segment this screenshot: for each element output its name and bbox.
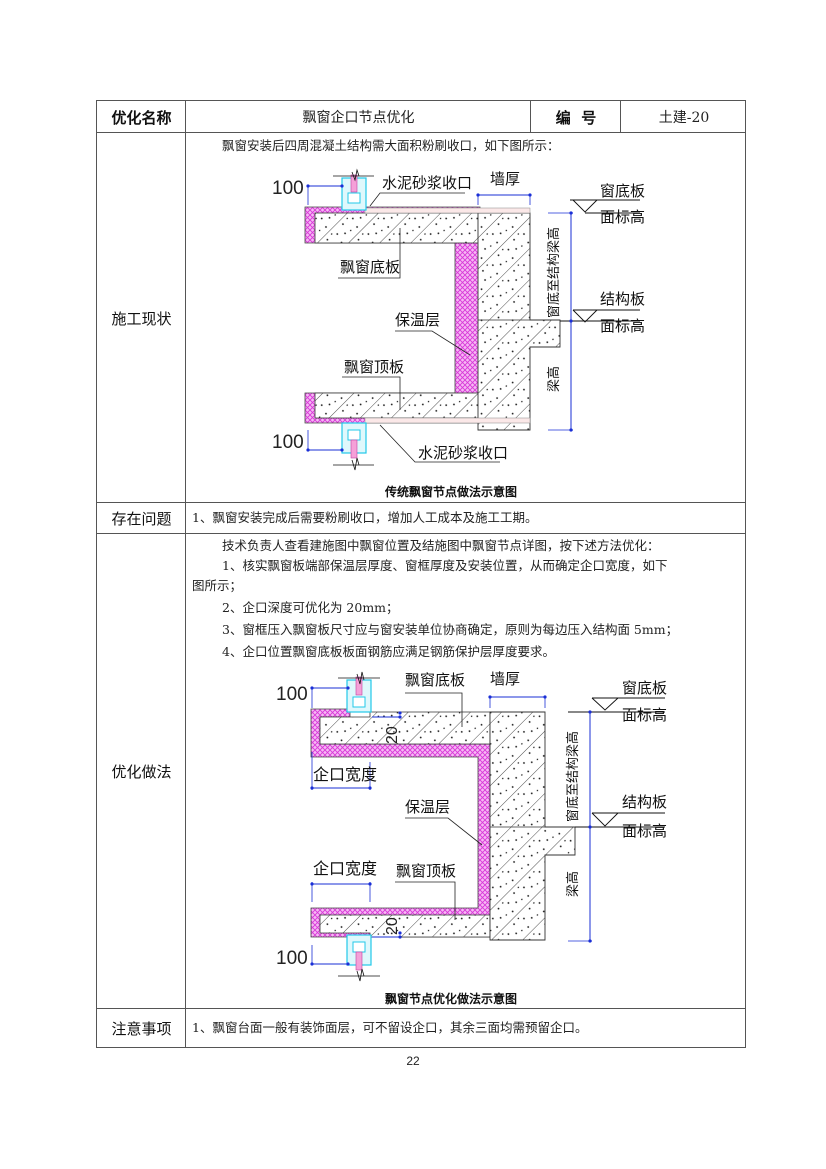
dimension-100-top: 100 bbox=[272, 178, 344, 205]
window-frame-icon bbox=[338, 671, 380, 713]
wall bbox=[477, 212, 561, 431]
bottom-slab-label: 飘窗底板 bbox=[405, 671, 465, 689]
notes-label: 注意事项 bbox=[111, 1020, 172, 1038]
dim-100-label: 100 bbox=[276, 684, 308, 705]
struct-elev-text-1: 结构板 bbox=[600, 290, 645, 308]
bottom-slab-label: 飘窗底板 bbox=[340, 258, 400, 276]
rebate-width-label: 企口宽度 bbox=[313, 859, 377, 878]
wall-thickness-label: 墙厚 bbox=[490, 170, 520, 188]
dimension-20-top: 20 bbox=[372, 711, 402, 744]
dim-100-label: 100 bbox=[276, 948, 308, 969]
vertical-dim-text-1: 窗底至结构梁高 bbox=[565, 731, 581, 822]
code-label: 编 号 bbox=[555, 108, 597, 127]
row-divider bbox=[97, 533, 745, 534]
optimization-item-2: 2、企口深度可优化为 20mm； bbox=[222, 600, 399, 615]
column-divider bbox=[185, 101, 186, 1047]
dim-20-label: 20 bbox=[384, 917, 401, 935]
sill-elev-text-1: 窗底板 bbox=[622, 679, 667, 697]
struct-elev-text-1: 结构板 bbox=[622, 793, 667, 811]
window-frame-icon bbox=[333, 422, 374, 471]
dim-100-label: 100 bbox=[272, 432, 304, 453]
vertical-dimension: 窗底至结构梁高 梁高 bbox=[565, 710, 592, 943]
optimization-label: 优化做法 bbox=[111, 763, 172, 781]
rebate-width-label: 企口宽度 bbox=[313, 765, 377, 784]
current-status-intro: 飘窗安装后四周混凝土结构需大面积粉刷收口，如下图所示： bbox=[222, 138, 560, 153]
struct-elev-text-2: 面标高 bbox=[600, 317, 645, 335]
mortar-band-top bbox=[364, 207, 531, 214]
window-frame-icon bbox=[338, 934, 380, 982]
vertical-dim-text-1: 窗底至结构梁高 bbox=[546, 227, 562, 318]
diagram-2-caption: 飘窗节点优化做法示意图 bbox=[385, 992, 518, 1006]
insulation-label: 保温层 bbox=[395, 311, 440, 329]
struct-elev-text-2: 面标高 bbox=[622, 822, 667, 840]
optimization-intro: 技术负责人查看建施图中飘窗位置及结施图中飘窗节点详图，按下述方法优化： bbox=[222, 538, 660, 553]
bottom-slab bbox=[314, 212, 481, 244]
optimization-item-3: 3、窗框压入飘窗板尺寸应与窗安装单位协商确定，原则为每边压入结构面 5mm； bbox=[222, 622, 679, 637]
name-value: 飘窗企口节点优化 bbox=[302, 110, 415, 126]
bottom-slab bbox=[319, 711, 491, 745]
page-number: 22 bbox=[406, 1054, 420, 1068]
vertical-dim-text-2: 梁高 bbox=[546, 366, 562, 392]
traditional-node-diagram: 100 100 水泥砂浆收口 墙厚 飘窗底板 保温层 bbox=[272, 168, 645, 471]
code-value: 土建-20 bbox=[658, 110, 710, 126]
mortar-band-bottom bbox=[364, 417, 531, 424]
optimization-table: 优化名称 飘窗企口节点优化 编 号 土建-20 施工现状 存在问题 优化做法 注… bbox=[96, 100, 746, 1048]
mortar-label-bottom: 水泥砂浆收口 bbox=[418, 444, 508, 462]
wall-thickness-dimension bbox=[476, 193, 532, 205]
diagram-1-caption: 传统飘窗节点做法示意图 bbox=[385, 485, 518, 499]
sill-elevation-marker: 窗底板 面标高 bbox=[568, 679, 667, 724]
mortar-label-top: 水泥砂浆收口 bbox=[382, 174, 472, 192]
row-divider bbox=[97, 132, 745, 133]
rebate-width-dimension-bottom: 企口宽度 bbox=[310, 859, 377, 902]
dimension-100-top: 100 bbox=[276, 684, 350, 708]
current-status-label: 施工现状 bbox=[111, 309, 172, 328]
vertical-dim-text-2: 梁高 bbox=[565, 871, 581, 897]
structure-elevation-marker: 结构板 面标高 bbox=[560, 290, 645, 335]
top-slab-label: 飘窗顶板 bbox=[344, 358, 404, 376]
insulation-label: 保温层 bbox=[405, 798, 450, 816]
column-divider bbox=[530, 101, 531, 132]
wall-thickness-label: 墙厚 bbox=[490, 670, 520, 688]
sill-elevation-marker: 窗底板 面标高 bbox=[570, 182, 645, 226]
row-divider bbox=[97, 1008, 745, 1009]
row-divider bbox=[97, 502, 745, 503]
sill-elev-text-2: 面标高 bbox=[622, 706, 667, 724]
top-slab bbox=[314, 392, 481, 419]
structure-elevation-marker: 结构板 面标高 bbox=[575, 793, 667, 840]
name-label: 优化名称 bbox=[111, 108, 172, 127]
vertical-dimension: 窗底至结构梁高 梁高 bbox=[546, 211, 573, 432]
dimension-100-bottom: 100 bbox=[276, 945, 350, 969]
dimension-20-bottom: 20 bbox=[372, 917, 402, 939]
optimized-node-diagram: 100 100 20 20 bbox=[276, 670, 667, 982]
dimension-100-bottom: 100 bbox=[272, 430, 344, 453]
sill-elev-text-1: 窗底板 bbox=[600, 182, 645, 200]
optimization-item-4: 4、企口位置飘窗底板板面钢筋应满足钢筋保护层厚度要求。 bbox=[222, 644, 555, 659]
dim-20-label: 20 bbox=[384, 726, 401, 744]
sill-elev-text-2: 面标高 bbox=[600, 208, 645, 226]
wall-thickness-dimension bbox=[488, 695, 547, 708]
rebate-width-dimension-top: 企口宽度 bbox=[310, 752, 377, 790]
problem-label: 存在问题 bbox=[111, 510, 172, 528]
optimization-item-1: 1、核实飘窗板端部保温层厚度、窗框厚度及安装位置，从而确定企口宽度，如下 bbox=[222, 558, 668, 573]
wall bbox=[489, 711, 576, 941]
optimization-item-1-cont: 图所示； bbox=[192, 578, 243, 593]
window-frame-icon bbox=[333, 168, 374, 211]
column-divider bbox=[620, 101, 621, 132]
notes-text: 1、飘窗台面一般有装饰面层，可不留设企口，其余三面均需预留企口。 bbox=[192, 1020, 588, 1035]
top-slab-label: 飘窗顶板 bbox=[396, 862, 456, 880]
problem-text: 1、飘窗安装完成后需要粉刷收口，增加人工成本及施工工期。 bbox=[192, 510, 538, 525]
dim-100-label: 100 bbox=[272, 178, 304, 199]
